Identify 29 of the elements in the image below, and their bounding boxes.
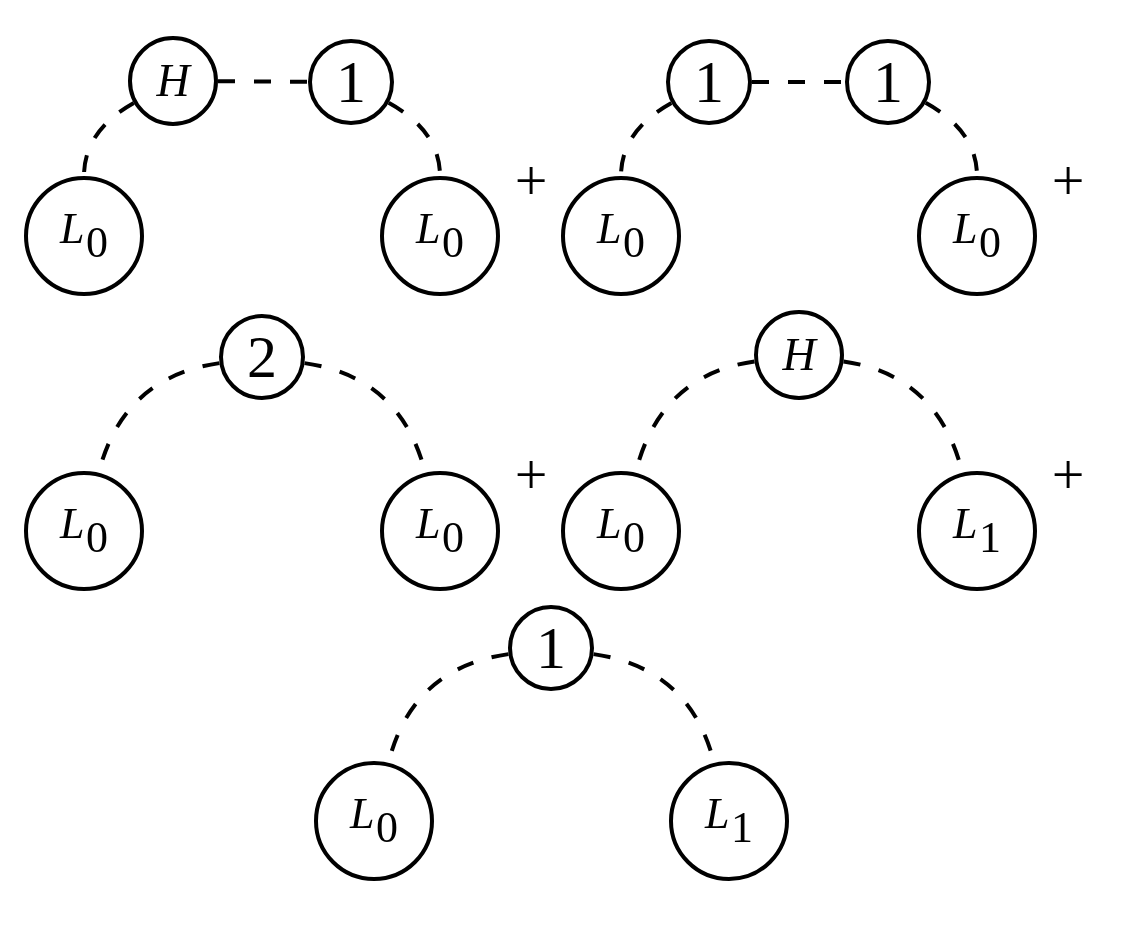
node-label: 2 <box>247 327 277 387</box>
circle-node <box>24 176 144 296</box>
circle-node <box>508 605 594 691</box>
circle-node <box>314 761 434 881</box>
circle-node <box>561 176 681 296</box>
circle-node <box>219 314 305 400</box>
circle-node <box>308 39 394 125</box>
plus-sign: + <box>514 446 548 504</box>
circle-node <box>669 761 789 881</box>
node-label: 1 <box>873 52 903 112</box>
circle-node <box>128 36 218 126</box>
circle-node <box>380 471 500 591</box>
plus-sign: + <box>1051 152 1085 210</box>
node-label: 1 <box>536 618 566 678</box>
plus-sign: + <box>514 152 548 210</box>
node-label: 1 <box>336 52 366 112</box>
circle-node <box>561 471 681 591</box>
circle-node <box>666 39 752 125</box>
dashed-connector <box>218 79 308 84</box>
node-label: H <box>156 58 190 104</box>
plus-sign: + <box>1051 446 1085 504</box>
circle-node <box>24 471 144 591</box>
circle-node <box>845 39 931 125</box>
node-label: H <box>782 332 816 378</box>
circle-node <box>917 176 1037 296</box>
circle-node <box>917 471 1037 591</box>
circle-node <box>380 176 500 296</box>
circle-node <box>754 310 844 400</box>
node-label: 1 <box>694 52 724 112</box>
